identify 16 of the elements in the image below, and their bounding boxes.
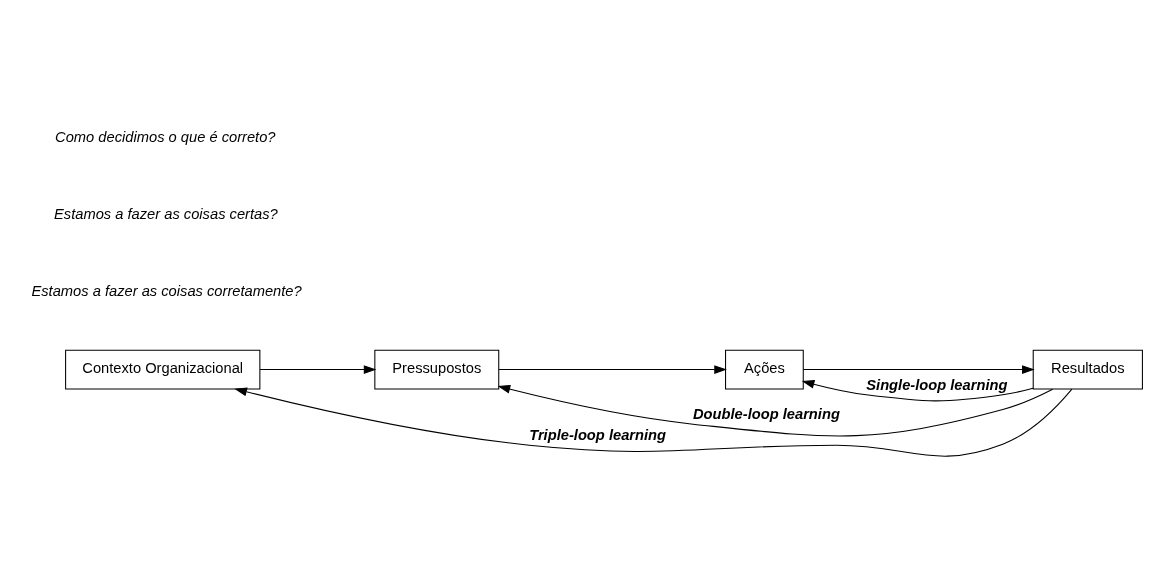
node-box: Pressupostos xyxy=(374,349,500,390)
arrow xyxy=(234,386,1073,457)
arrow xyxy=(259,364,377,374)
node-box: Contexto Organizacional xyxy=(65,349,261,390)
label: Como decidimos o que é correto? xyxy=(55,128,276,145)
arrow xyxy=(497,384,1054,436)
node-box: Ações xyxy=(725,349,804,390)
arrow xyxy=(801,379,1034,401)
arrow xyxy=(802,364,1035,374)
label: Estamos a fazer as coisas corretamente? xyxy=(31,282,302,299)
arrow xyxy=(498,364,727,374)
edge-label: Double-loop learning xyxy=(693,405,840,422)
node-box: Resultados xyxy=(1032,349,1143,390)
edge-label: Single-loop learning xyxy=(866,376,1008,393)
label: Estamos a fazer as coisas certas? xyxy=(54,205,278,222)
edge-label: Triple-loop learning xyxy=(529,426,667,443)
